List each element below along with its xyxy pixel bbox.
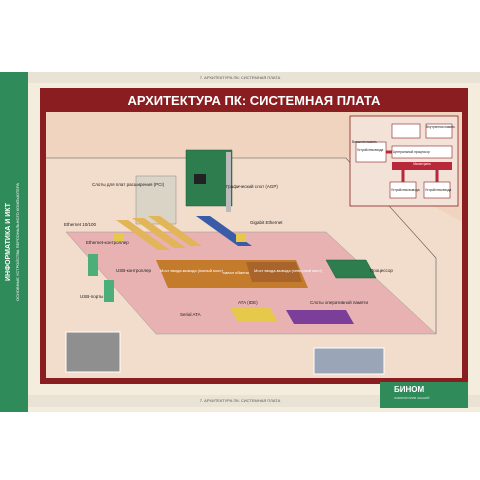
schema-label-main-bus: Магистраль — [413, 162, 431, 166]
side-subtitle: ОСНОВНЫЕ УСТРОЙСТВА ПЕРСОНАЛЬНОГО КОМПЬЮ… — [15, 182, 20, 302]
label-north-bridge: Мост ввода-вывода (северный мост) — [254, 268, 323, 273]
card-chip — [194, 174, 206, 184]
label-exchange-channel: канал обмена — [223, 270, 249, 275]
ethernet-port — [114, 234, 124, 242]
top-strip — [28, 72, 480, 83]
label-processor: Процессор — [370, 268, 393, 273]
label-ata: ATA (IDE) — [238, 300, 258, 305]
schema-label-cpu: Центральный процессор — [393, 150, 430, 154]
schema-label-input-devices: Устройства ввода — [357, 148, 384, 152]
pci-slot — [148, 216, 202, 246]
gigabit-ethernet-port — [236, 234, 246, 242]
room-edge — [46, 157, 437, 259]
label-usb-controller: USB-контроллер — [116, 268, 151, 273]
bottom-caption: 7. АРХИТЕКТУРА ПК: СИСТЕМНАЯ ПЛАТА — [199, 398, 281, 403]
schema-label-storage-devices: Устройства ввода — [425, 188, 452, 192]
poster-title: АРХИТЕКТУРА ПК: СИСТЕМНАЯ ПЛАТА — [127, 93, 381, 108]
top-caption: 7. АРХИТЕКТУРА ПК: СИСТЕМНАЯ ПЛАТА — [199, 75, 281, 80]
memory-slots — [286, 310, 354, 324]
brand-subtitle: ЛАБОРАТОРИЯ ЗНАНИЙ — [394, 396, 430, 400]
schema-label-internal-memory: Внутренняя память — [426, 125, 455, 129]
processor-chip — [325, 259, 377, 279]
usb-port — [104, 280, 114, 302]
schema-label-external-memory: Внешняя память — [352, 140, 377, 144]
motherboard-diagram — [46, 115, 462, 378]
ata-connector — [230, 308, 278, 322]
label-memory-slots: Слоты оперативной памяти — [310, 300, 368, 305]
label-gigabit-ethernet: Gigabit Ethernet — [250, 220, 283, 225]
pci-card — [135, 175, 177, 225]
label-io-bridge: Мост ввода-вывода (южный мост) — [160, 268, 224, 273]
bottom-strip — [28, 395, 480, 407]
side-title-text: ИНФОРМАТИКА И ИКТ — [5, 203, 12, 281]
schema-label-output-devices: Устройства вывода — [391, 188, 420, 192]
photo-inset-right — [313, 347, 385, 375]
expansion-card — [185, 149, 233, 207]
side-title: ИНФОРМАТИКА И ИКТ ОСНОВНЫЕ УСТРОЙСТВА ПЕ… — [3, 97, 27, 387]
schema-main-bus — [392, 162, 452, 170]
card-bracket — [226, 152, 231, 212]
label-agp-slot: Графический слот (AGP) — [226, 184, 278, 189]
schema-external-memory — [391, 123, 421, 139]
pci-slot — [132, 218, 186, 248]
north-bridge — [246, 262, 302, 282]
label-ethernet-controller: Ethernet-контроллер — [86, 240, 129, 245]
label-serial-ata: Serial ATA — [180, 312, 201, 317]
label-usb-ports: USB-порты — [80, 294, 104, 299]
brand-box — [380, 382, 468, 408]
label-ethernet: Ethernet 10/100 — [64, 222, 97, 227]
photo-inset-left — [65, 331, 121, 373]
side-bar — [0, 72, 28, 412]
schema-internal-memory — [425, 123, 453, 139]
usb-port — [88, 254, 98, 276]
label-pci-slots: Слоты для плат расширения (PCI) — [92, 182, 165, 187]
pci-slot — [116, 220, 170, 250]
brand-logo: БИНОМ — [394, 385, 425, 394]
